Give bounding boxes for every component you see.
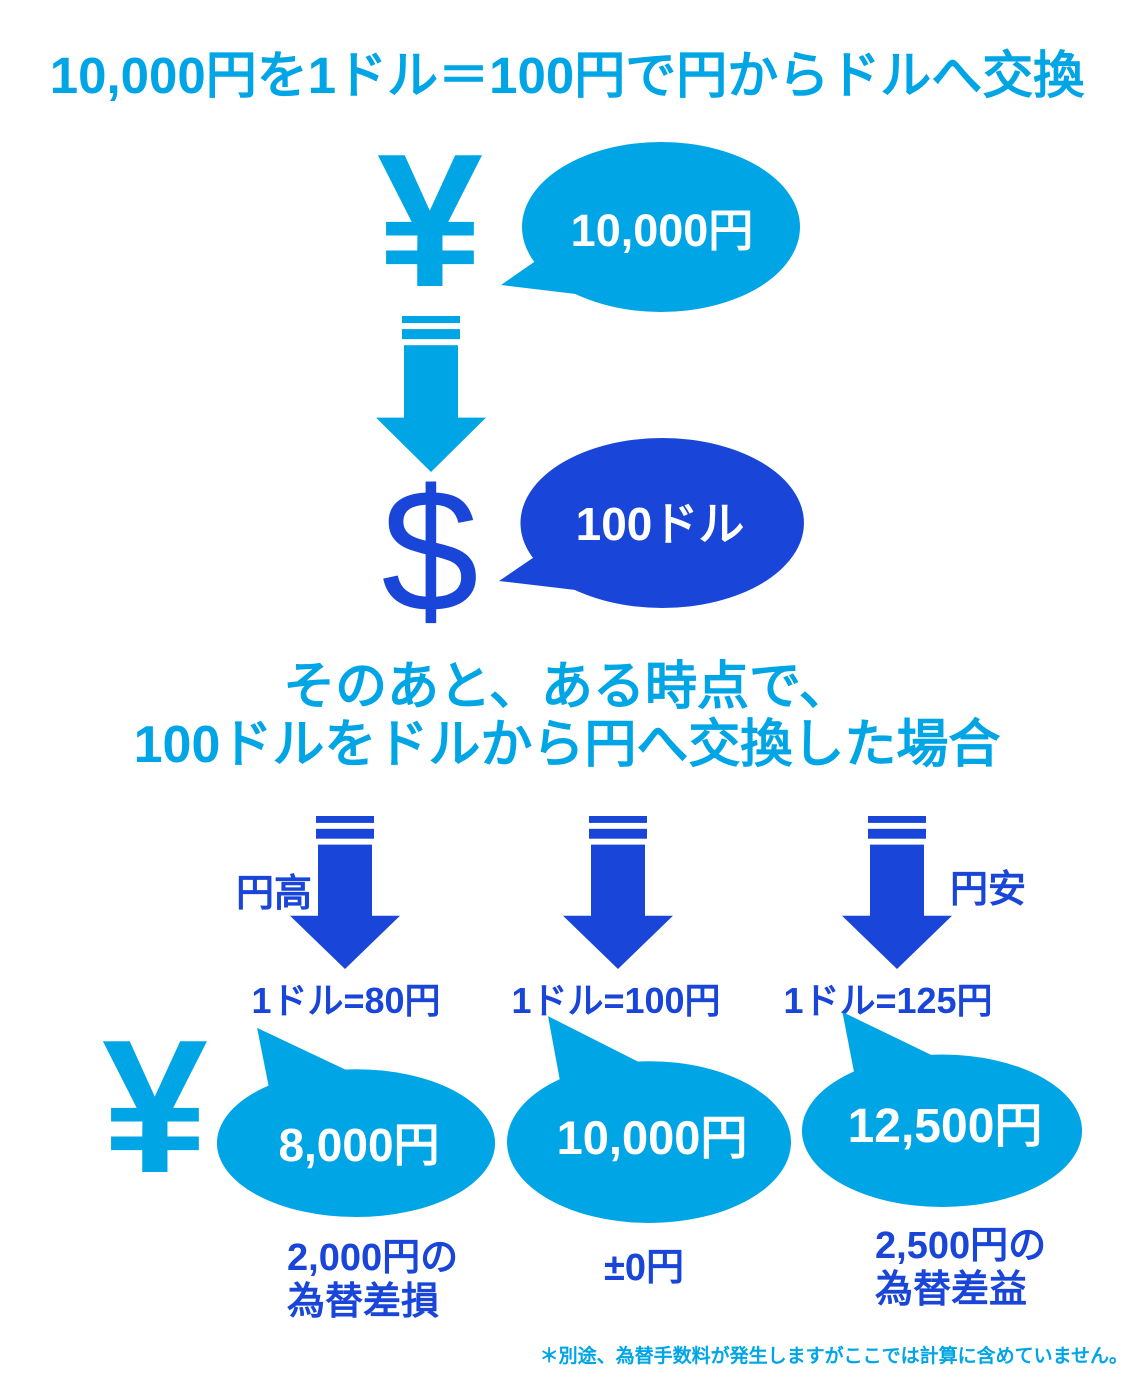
- outcome-loss-label: 2,000円の 為替差損: [287, 1236, 458, 1325]
- down-arrow-scenario2-icon: [562, 816, 674, 969]
- down-arrow-scenario3-icon: [841, 816, 953, 969]
- outcome-gain-line1: 2,500円の: [875, 1225, 1047, 1267]
- yen-symbol-bottom-icon: ¥: [102, 1001, 208, 1213]
- rate-label-scenario1: 1ドル=80円: [251, 980, 441, 1021]
- result-amount-scenario1: 8,000円: [278, 1119, 440, 1171]
- speech-bubble-tail-down-icon: [501, 142, 800, 312]
- middle-heading-line2: 100ドルをドルから円へ交換した場合: [133, 716, 1001, 775]
- speech-bubble-tail-up-icon: [216, 1027, 496, 1218]
- speech-bubble-tail-up-icon: [801, 1011, 1083, 1208]
- outcome-gain-label: 2,500円の 為替差益: [875, 1224, 1046, 1313]
- down-arrow-scenario1-icon: [289, 816, 401, 969]
- yen-amount-bubble: 10,000円: [498, 140, 802, 318]
- outcome-gain-line2: 為替差益: [875, 1269, 1028, 1312]
- outcome-neutral-line1: ±0円: [604, 1247, 684, 1289]
- dollar-symbol-icon: $: [381, 454, 479, 649]
- outcome-loss-line2: 為替差損: [287, 1281, 440, 1324]
- result-amount-scenario3: 12,500円: [847, 1100, 1043, 1153]
- yen-symbol-top-icon: ¥: [377, 115, 483, 327]
- yen-appreciation-label: 円高: [236, 873, 313, 915]
- rate-label-scenario2: 1ドル=100円: [511, 980, 721, 1021]
- middle-heading: そのあと、ある時点で、 100ドルをドルから円へ交換した場合: [0, 658, 1134, 774]
- speech-bubble-tail-up-icon: [507, 1016, 791, 1223]
- result-bubble-scenario2: 10,000円: [504, 1014, 794, 1224]
- dollar-amount-bubble: 100ドル: [496, 436, 806, 614]
- rate-label-scenario3: 1ドル=125円: [783, 980, 993, 1021]
- middle-heading-line1: そのあと、ある時点で、: [283, 658, 851, 716]
- result-bubble-scenario1: 8,000円: [214, 1026, 498, 1218]
- down-arrow-exchange-icon: [375, 316, 487, 472]
- outcome-neutral-label: ±0円: [604, 1246, 684, 1290]
- dollar-amount-text: 100ドル: [575, 498, 745, 550]
- result-amount-scenario2: 10,000円: [556, 1110, 748, 1164]
- speech-bubble-tail-down-icon: [499, 438, 804, 608]
- yen-depreciation-label: 円安: [950, 869, 1027, 911]
- outcome-loss-line1: 2,000円の: [287, 1237, 459, 1279]
- page-title: 10,000円を1ドル＝100円で円からドルへ交換: [49, 47, 1085, 104]
- yen-amount-text: 10,000円: [570, 204, 754, 256]
- footnote: ＊別途、為替手数料が発生しますがここでは計算に含めていません。: [539, 1346, 1128, 1367]
- result-bubble-scenario3: 12,500円: [799, 1010, 1085, 1208]
